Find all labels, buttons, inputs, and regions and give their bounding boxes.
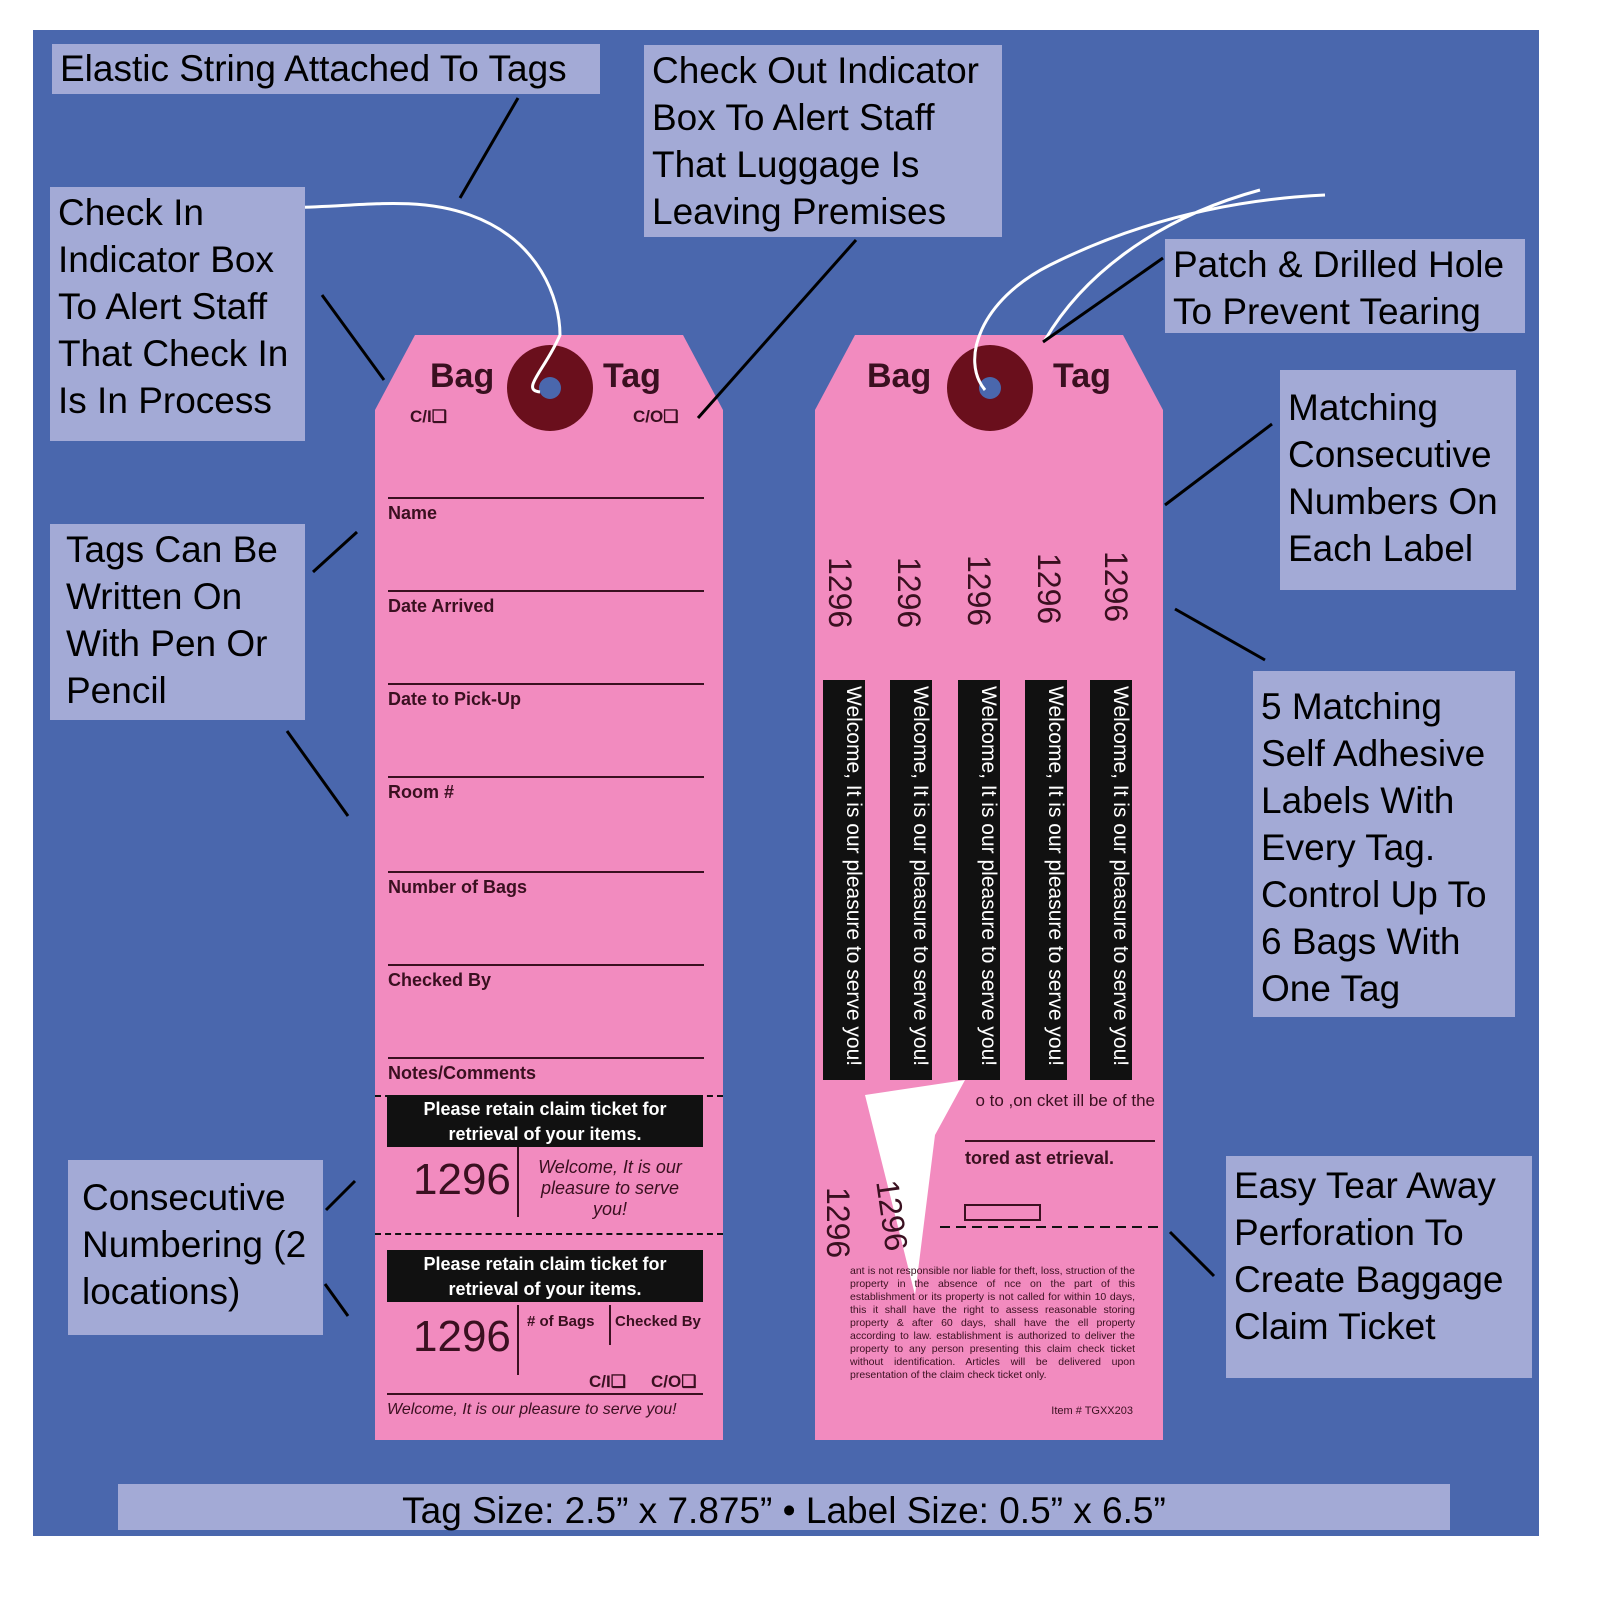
bag-tag-back: Bag Tag 1296 1296 1296 1296 1296 Welcome… xyxy=(815,335,1163,1440)
adhesive-label[interactable]: Welcome, It is our pleasure to serve you… xyxy=(958,680,1000,1080)
label-number: 1296 xyxy=(891,557,927,629)
field-date-pickup[interactable]: Date to Pick-Up xyxy=(388,683,704,710)
label-number: 1296 xyxy=(961,555,997,627)
callout-check-in: Check In Indicator Box To Alert Staff Th… xyxy=(50,187,305,441)
callout-tear-away: Easy Tear Away Perforation To Create Bag… xyxy=(1226,1156,1532,1378)
check-in-box-2[interactable]: C/I❑ xyxy=(589,1372,626,1391)
callout-elastic: Elastic String Attached To Tags xyxy=(52,44,600,94)
callout-patch: Patch & Drilled Hole To Prevent Tearing xyxy=(1165,239,1525,333)
divider xyxy=(517,1305,519,1375)
perforation-line xyxy=(375,1233,723,1235)
field-checked-by[interactable]: Checked By xyxy=(388,964,704,991)
adhesive-label[interactable]: Welcome, It is our pleasure to serve you… xyxy=(1090,680,1132,1080)
field-date-arrived[interactable]: Date Arrived xyxy=(388,590,704,617)
adhesive-label[interactable]: Welcome, It is our pleasure to serve you… xyxy=(890,680,932,1080)
field-number-of-bags[interactable]: Number of Bags xyxy=(388,871,704,898)
label-number: 1296 xyxy=(1098,551,1134,623)
adhesive-label[interactable]: Welcome, It is our pleasure to serve you… xyxy=(1025,680,1067,1080)
legal-disclaimer: ant is not responsible nor liable for th… xyxy=(850,1265,1135,1381)
check-in-box[interactable]: C/I❑ xyxy=(410,407,447,426)
welcome-text: Welcome, It is our pleasure to serve you… xyxy=(538,1157,682,1219)
divider xyxy=(609,1305,611,1345)
tag-title: Tag xyxy=(603,357,661,395)
check-out-box[interactable]: C/O❑ xyxy=(633,407,679,426)
callout-five-labels: 5 Matching Self Adhesive Labels With Eve… xyxy=(1253,671,1515,1017)
callout-matching: Matching Consecutive Numbers On Each Lab… xyxy=(1280,370,1516,590)
callout-consecutive: Consecutive Numbering (2 locations) xyxy=(68,1160,323,1335)
callout-check-out: Check Out Indicator Box To Alert Staff T… xyxy=(644,45,1002,237)
lower-number: 1296 xyxy=(820,1187,856,1259)
bag-title: Bag xyxy=(430,357,495,395)
claim-number: 1296 xyxy=(413,1155,511,1204)
item-number: Item # TGXX203 xyxy=(1051,1405,1133,1417)
peeled-label-backing xyxy=(865,1080,1160,1295)
callout-written: Tags Can Be Written On With Pen Or Penci… xyxy=(50,524,305,720)
welcome-footer: Welcome, It is our pleasure to serve you… xyxy=(387,1393,703,1419)
claim-number-2: 1296 xyxy=(413,1312,511,1361)
bag-title: Bag xyxy=(867,357,932,395)
drilled-hole xyxy=(507,345,593,431)
divider xyxy=(517,1147,519,1217)
field-notes[interactable]: Notes/Comments xyxy=(388,1057,704,1084)
bag-tag-front: Bag Tag C/I❑ C/O❑ Name Date Arrived Date… xyxy=(375,335,723,1440)
footer-size-info: Tag Size: 2.5” x 7.875” • Label Size: 0.… xyxy=(118,1484,1450,1531)
check-out-box-2[interactable]: C/O❑ xyxy=(651,1372,697,1391)
adhesive-label[interactable]: Welcome, It is our pleasure to serve you… xyxy=(823,680,865,1080)
label-number: 1296 xyxy=(822,557,858,629)
retain-notice: Please retain claim ticket for retrieval… xyxy=(387,1095,703,1147)
label-number: 1296 xyxy=(1031,553,1067,625)
field-name[interactable]: Name xyxy=(388,497,704,524)
field-room[interactable]: Room # xyxy=(388,776,704,803)
partial-text: o to ,on cket ill be of the xyxy=(975,1091,1155,1110)
bags-label: # of Bags xyxy=(527,1313,595,1330)
checked-by-label: Checked By xyxy=(615,1313,701,1330)
partial-bold-text: tored ast etrieval. xyxy=(965,1140,1155,1170)
retain-notice-2: Please retain claim ticket for retrieval… xyxy=(387,1250,703,1302)
